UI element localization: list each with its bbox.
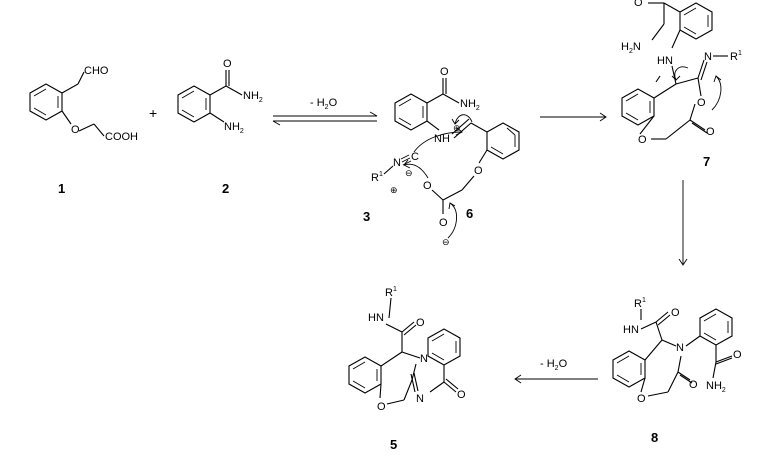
lactam-n-label: N xyxy=(676,342,684,354)
condition-minus-water-final: - H2O xyxy=(540,358,568,372)
mechanism-curly-arrows-7 xyxy=(671,66,722,111)
carbonyl-o-label: O xyxy=(423,180,432,192)
compound-number-1: 1 xyxy=(58,181,65,196)
r1-label: R1 xyxy=(730,50,742,63)
amide-o-label: O xyxy=(634,0,643,9)
amine-hn-label: HN xyxy=(657,55,673,67)
ether-o-label: O xyxy=(71,124,80,136)
amide-nh2-label: NH2 xyxy=(460,98,480,112)
compound-6: O NH2 NH ⊕ O O O ⊖ 6 xyxy=(394,66,520,247)
isocyanide-n-label: N xyxy=(393,157,401,169)
ether-o-label: O xyxy=(474,165,483,177)
mechanism-curly-arrows-6 xyxy=(403,114,473,239)
arrow-7-to-8 xyxy=(678,180,688,266)
isocyanide-c-label: C xyxy=(411,151,419,163)
compound-number-3: 3 xyxy=(363,209,370,224)
compound-number-8: 8 xyxy=(651,430,658,445)
amide-nh2-label: NH2 xyxy=(243,90,263,104)
amide-o-label: O xyxy=(416,317,425,329)
amide-hn-label: HN xyxy=(368,312,384,324)
compound-number-2: 2 xyxy=(222,181,229,196)
amide-hn-label: HN xyxy=(623,324,639,336)
compound-3: R1 N C ⊕ ⊖ 3 xyxy=(363,151,419,224)
ring-o-label: O xyxy=(697,97,706,109)
compound-5: R1 HN O N O N O 5 xyxy=(348,286,466,452)
plus-sign: + xyxy=(149,105,157,121)
arrow-8-to-5 xyxy=(514,374,598,384)
ether-o-label: O xyxy=(638,134,647,146)
primary-amide-nh2-label: NH2 xyxy=(706,380,726,394)
r1-label: R1 xyxy=(371,171,383,184)
ether-o-label: O xyxy=(377,401,386,413)
compound-7: O H2N HN N R1 O O O 7 xyxy=(621,0,742,169)
compound-number-6: 6 xyxy=(466,206,473,221)
condition-minus-water: - H2O xyxy=(310,97,338,111)
compound-number-5: 5 xyxy=(390,437,397,452)
isocyanide-minus-charge: ⊖ xyxy=(405,168,413,178)
carboxylate-minus-charge: ⊖ xyxy=(442,237,450,247)
lactam-o-label: O xyxy=(689,379,698,391)
compound-1: CHO O COOH 1 xyxy=(29,65,138,196)
compound-8: R1 HN O N O NH2 O O 8 xyxy=(612,297,742,445)
compound-2: O NH2 NH2 2 xyxy=(177,58,263,196)
amide-o-label: O xyxy=(223,58,232,70)
amide-o-label: O xyxy=(440,66,449,78)
imine-n-label: N xyxy=(416,393,424,405)
iminium-plus-charge: ⊕ xyxy=(453,123,461,133)
r1-label: R1 xyxy=(385,286,397,299)
ether-o-label: O xyxy=(637,393,646,405)
carbonyl-o-label: O xyxy=(457,389,466,401)
isocyanide-plus-charge: ⊕ xyxy=(390,185,398,195)
imine-n-label: N xyxy=(704,51,712,63)
compound-number-7: 7 xyxy=(703,154,710,169)
carboxylate-o-label: O xyxy=(439,217,448,229)
arrow-6-to-7 xyxy=(540,112,607,122)
amine-nh2-label: NH2 xyxy=(224,121,244,135)
r1-label: R1 xyxy=(634,297,646,310)
cooh-label: COOH xyxy=(105,131,138,143)
primary-amide-o-label: O xyxy=(733,349,742,361)
amide-o-label: O xyxy=(671,307,680,319)
cho-label: CHO xyxy=(84,65,109,77)
amide-h2n-label: H2N xyxy=(621,41,641,55)
ring-n-label: N xyxy=(420,353,428,365)
carbonyl-o-label: O xyxy=(706,126,715,138)
equilibrium-arrow xyxy=(272,111,378,126)
